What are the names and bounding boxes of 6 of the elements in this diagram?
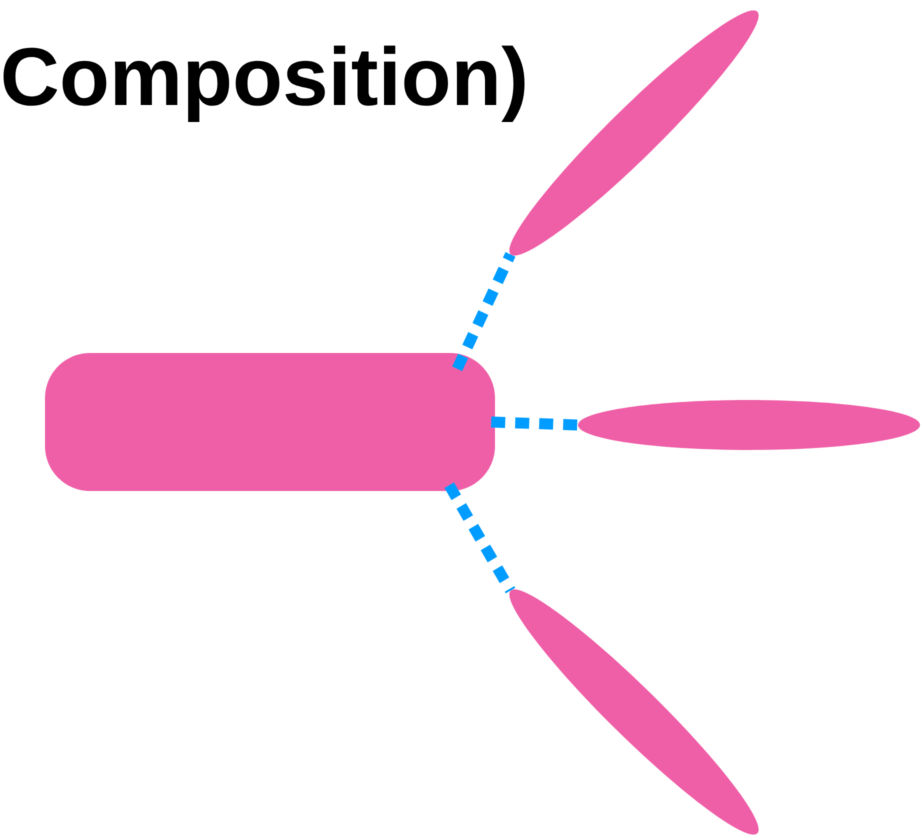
dotted-connector [444, 482, 516, 594]
petal-ellipse [578, 400, 920, 450]
dotted-connector [452, 252, 516, 372]
rounded-box [45, 353, 495, 491]
dotted-connector [491, 416, 578, 430]
title: Composition) [4, 46, 525, 122]
